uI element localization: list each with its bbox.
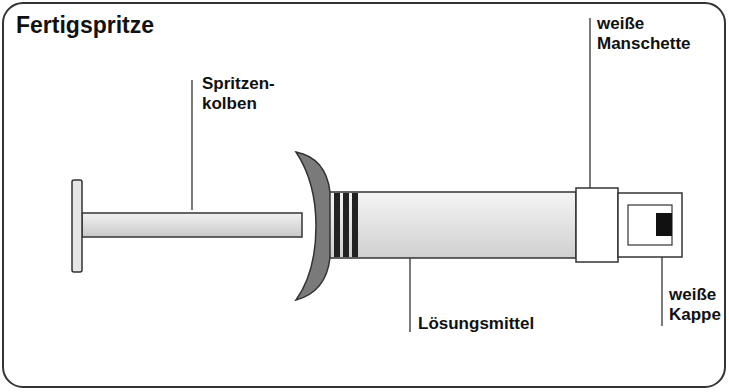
part-label: Spritzen- kolben: [202, 74, 275, 114]
plunger-rod: [82, 213, 302, 237]
part-label: Lösungsmittel: [418, 314, 534, 334]
stopper: [334, 193, 358, 257]
barrel: [326, 192, 576, 258]
part-label: weiße Kappe: [669, 285, 721, 325]
label-wrap: weiße Manschette: [597, 14, 691, 54]
white-cap: [618, 193, 682, 257]
label-wrap: Lösungsmittel: [418, 314, 534, 334]
cap-body: [618, 193, 682, 257]
leader-line: [589, 18, 590, 188]
stopper-ring: [343, 193, 349, 257]
title-wrap: Fertigspritze: [16, 12, 154, 39]
white-collar: [576, 188, 618, 262]
leader-line: [409, 258, 410, 332]
cap-tip: [656, 213, 672, 236]
plunger: [72, 180, 302, 272]
finger-flange: [296, 152, 330, 300]
stopper-ring: [352, 193, 358, 257]
frame: [3, 3, 725, 387]
leader-lines: [192, 18, 662, 332]
part-label: weiße Manschette: [597, 14, 691, 54]
leader-line: [661, 257, 662, 326]
cap-inner: [628, 205, 672, 245]
thumb-pad: [72, 180, 82, 272]
stopper-ring: [334, 193, 340, 257]
leader-line: [191, 80, 192, 210]
label-wrap: weiße Kappe: [669, 285, 721, 325]
title: Fertigspritze: [16, 12, 154, 39]
label-wrap: Spritzen- kolben: [202, 74, 275, 114]
